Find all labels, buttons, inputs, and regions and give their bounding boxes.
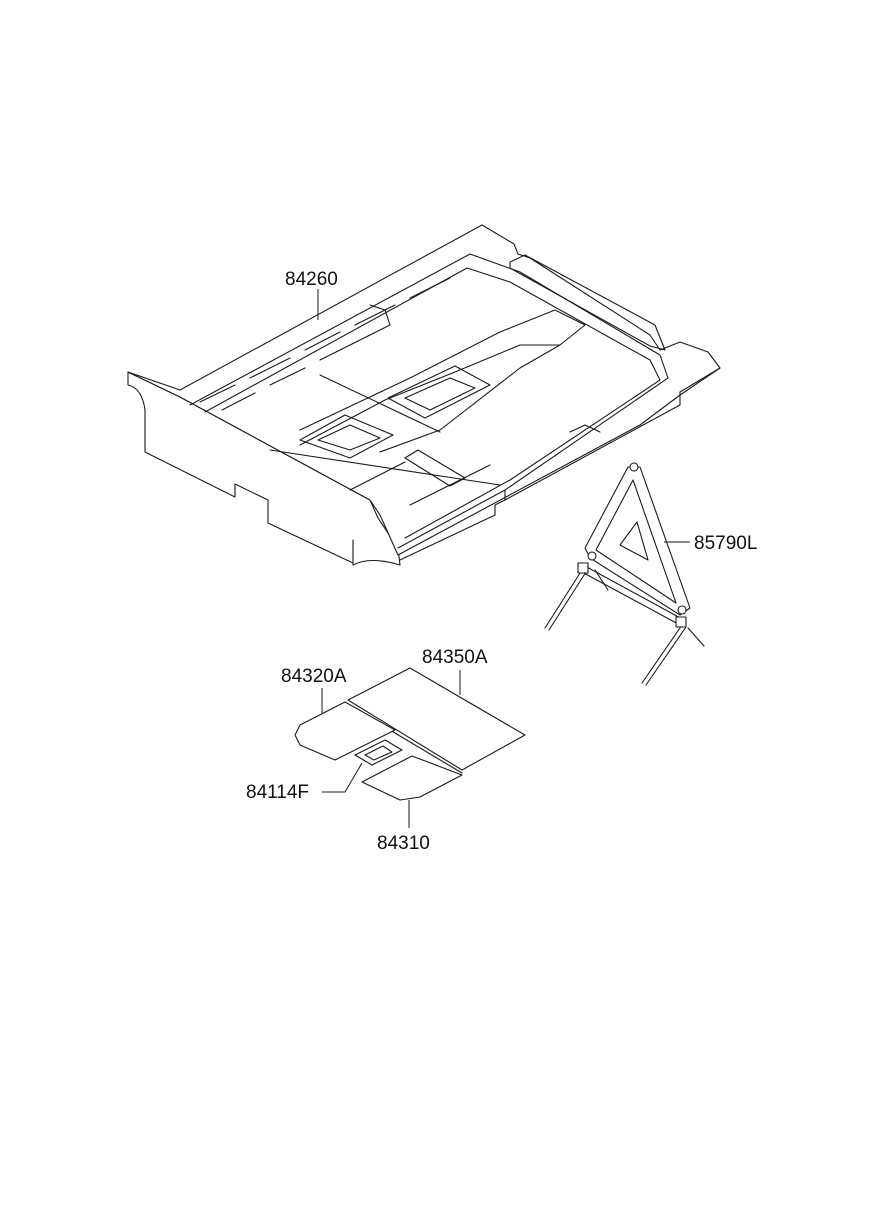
part-label-85790L: 85790L: [694, 533, 757, 554]
center-mat-drawing: [361, 755, 463, 801]
leader-lines: [317, 289, 690, 828]
front-mat-drawing: [294, 701, 396, 761]
part-label-84114F: 84114F: [246, 782, 309, 803]
warning-triangle-drawing: [544, 462, 705, 686]
floor-carpet-drawing: [127, 224, 721, 566]
part-label-84260: 84260: [285, 269, 338, 290]
heel-pad-drawing: [354, 739, 403, 766]
part-label-84320A: 84320A: [281, 666, 347, 687]
part-label-84310: 84310: [377, 833, 430, 854]
part-label-84350A: 84350A: [422, 647, 488, 668]
